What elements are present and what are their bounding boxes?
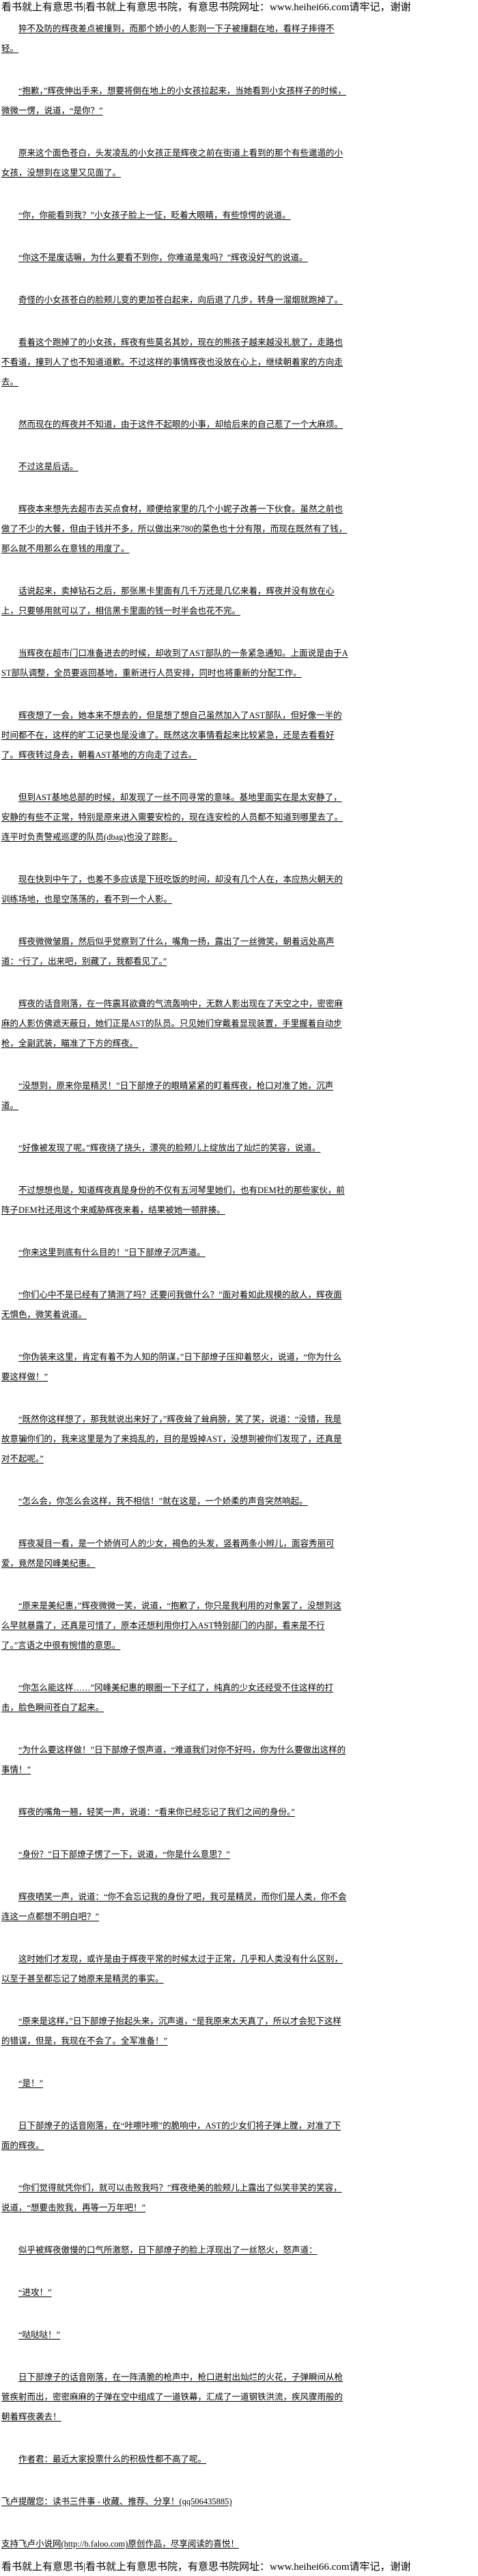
paragraph: “你来这里到底有什么目的！”日下部燎子沉声道。	[18, 1248, 206, 1257]
paragraph: “你这不是废话嘛，为什么要看不到你，你难道是鬼吗？”辉夜没好气的说道。	[18, 253, 308, 262]
paragraph: “原来是美纪惠，”辉夜微微一笑，说道，“抱歉了，你只是我利用的对象罢了，没想到这…	[1, 1601, 341, 1650]
paragraph: 奇怪的小女孩苍白的脸颊儿变的更加苍白起来，向后退了几步，转身一溜烟就跑掉了。	[18, 295, 343, 305]
paragraph: “你，你能看到我？”小女孩子脸上一怔，眨着大眼睛，有些惊愕的说道。	[18, 210, 291, 220]
paragraph: 不过这是后话。	[18, 462, 79, 471]
paragraph: 现在快到中午了，也差不多应该是下班吃饭的时间，却没有几个人在，本应热火朝天的训练…	[1, 875, 343, 904]
paragraph: “你怎么能这样……”冈峰美纪惠的眼圈一下子红了，纯真的少女还经受不住这样的打击，…	[1, 1683, 334, 1712]
paragraph: “怎么会，你怎么会这样，我不相信！”就在这是，一个娇柔的声音突然响起。	[18, 1496, 308, 1506]
paragraph: 似乎被辉夜傲慢的口气所激怒，日下部燎子的脸上浮现出了一丝怒火，怒声道：	[18, 2245, 318, 2255]
paragraph: “你们觉得就凭你们，就可以击败我吗？”辉夜绝美的脸颊儿上露出了似笑非笑的笑容，说…	[1, 2183, 342, 2212]
paragraph: 但到AST基地总部的时候，却发现了一丝不同寻常的意味。基地里面实在是太安静了，安…	[1, 793, 343, 842]
paragraph: 原来这个面色苍白，头发凌乱的小女孩正是辉夜之前在街道上看到的那个有些邋遢的小女孩…	[1, 148, 343, 178]
paragraph: 猝不及防的辉夜差点被撞到，而那个娇小的人影则一下子被撞翻在地，看样子摔得不轻。	[1, 24, 335, 53]
site-banner-bottom: 看书就上有意思书|看书就上有意思书院，有意思书院网址：www.heihei66.…	[1, 2562, 411, 2573]
paragraph: “你伪装来这里，肯定有着不为人知的阴谋，”日下部燎子压抑着怒火，说道，“你为什么…	[1, 1352, 341, 1382]
footer-note: 支持飞卢小说网(http://b.faloo.com)原创作品，尽享阅读的喜悦！	[1, 2539, 239, 2549]
paragraph: “抱歉，”辉夜伸出手来，想要将倒在地上的小女孩拉起来，当她看到小女孩样子的时候，…	[1, 86, 346, 115]
paragraph: “为什么要这样做！”日下部燎子恨声道，“难道我们对你不好吗，你为什么要做出这样的…	[1, 1745, 346, 1775]
paragraph: 辉夜想了一会，她本来不想去的，但是想了想自己虽然加入了AST部队，但好像一半的时…	[1, 711, 342, 760]
paragraph: “哒哒哒！”	[18, 2330, 61, 2340]
paragraph: 这时她们才发现，或许是由于辉夜平常的时候太过于正常，几乎和人类没有什么区别，以至…	[1, 1954, 343, 1984]
site-banner-top: 看书就上有意思书|看书就上有意思书院，有意思书院网址：www.heihei66.…	[1, 2, 411, 13]
paragraph: “没想到，原来你是精灵！”日下部燎子的眼睛紧紧的盯着辉夜，枪口对准了她，沉声道。	[1, 1081, 334, 1110]
paragraph: 日下部燎子的话音刚落，在“咔嚓咔嚓”的脆响中，AST的少女们将子弹上膛，对准了下…	[1, 2121, 341, 2150]
paragraph: “进攻！”	[18, 2288, 52, 2297]
paragraph: “身份？”日下部燎子愣了一下，说道，“你是什么意思？”	[18, 1850, 230, 1859]
paragraph: 当辉夜在超市门口准备进去的时候，却收到了AST部队的一条紧急通知。上面说是由于A…	[1, 648, 348, 678]
paragraph: “原来是这样，”日下部燎子抬起头来，沉声道，“是我原来太天真了，所以才会犯下这样…	[1, 2016, 341, 2046]
paragraph: 不过想想也是，知道辉夜真是身份的不仅有五河琴里她们，也有DEM社的那些家伙，前阵…	[1, 1186, 345, 1215]
paragraph: 辉夜的话音刚落，在一阵震耳欲聋的气流轰响中，无数人影出现在了天空之中，密密麻麻的…	[1, 999, 343, 1048]
paragraph: 日下部燎子的话音刚落，在一阵清脆的枪声中，枪口迸射出灿烂的火花，子弹瞬间从枪管疾…	[1, 2372, 343, 2422]
paragraph: “好像被发现了呢。”辉夜挠了挠头，漂亮的脸颊儿上绽放出了灿烂的笑容，说道。	[18, 1143, 321, 1153]
paragraph: 作者君：最近大家投票什么的积极性都不高了呢。	[18, 2454, 207, 2464]
paragraph: 话说起来，卖掉钻石之后，那张黑卡里面有几千万还是几亿来着，辉夜并没有放在心上，只…	[1, 586, 335, 616]
paragraph: 辉夜凝目一看，是一个娇俏可人的少女，褐色的头发，竖着两条小辫儿，面容秀丽可爱，竟…	[1, 1539, 335, 1568]
article-body: 猝不及防的辉夜差点被撞到，而那个娇小的人影则一下子被撞翻在地，看样子摔得不轻。 “…	[1, 19, 348, 2554]
paragraph: “你们心中不是已经有了猜测了吗？还要问我做什么？”面对着如此规模的敌人，辉夜面无…	[1, 1290, 342, 1319]
paragraph: “既然你这样想了，那我就说出来好了，”辉夜耸了耸肩膀，笑了笑，说道：“没错，我是…	[1, 1414, 342, 1464]
paragraph: 然而现在的辉夜并不知道，由于这件不起眼的小事，却给后来的自己惹了一个大麻烦。	[18, 420, 343, 429]
paragraph: 辉夜哂笑一声，说道：“你不会忘记我的身份了吧，我可是精灵，而你们是人类，你不会连…	[1, 1892, 347, 1921]
footer-note: 飞卢提醒您：读书三件事 - 收藏、推荐、分享！(qq506435885)	[1, 2497, 232, 2506]
paragraph: 看着这个跑掉了的小女孩，辉夜有些莫名其妙，现在的熊孩子越来越没礼貌了，走路也不看…	[1, 338, 343, 387]
paragraph: “是！”	[18, 2079, 44, 2088]
paragraph: 辉夜微微皱眉，然后似乎觉察到了什么，嘴角一扬，露出了一丝微笑，朝着远处高声道：“…	[1, 937, 335, 966]
paragraph: 辉夜的嘴角一翘，轻笑一声，说道：“看来你已经忘记了我们之间的身份。”	[18, 1807, 295, 1817]
paragraph: 辉夜本来想先去超市去买点食材，顺便给家里的几个小妮子改善一下伙食。虽然之前也做了…	[1, 504, 348, 553]
